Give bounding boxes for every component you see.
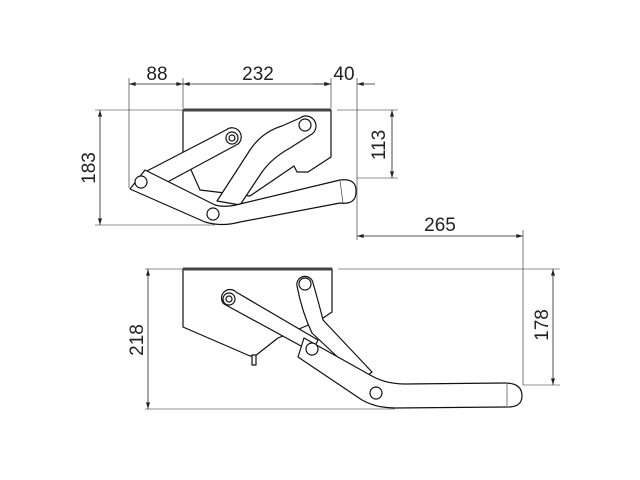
bottom-view: 265 218 178	[127, 215, 560, 410]
pivot-pin	[134, 175, 148, 189]
dimension-label-178: 178	[532, 309, 553, 341]
dimension-label-88: 88	[146, 64, 167, 85]
dimension-label-183: 183	[79, 152, 100, 184]
dimension-label-232: 232	[242, 64, 274, 85]
pivot-pin	[298, 118, 312, 132]
pivot-pin-inner	[228, 134, 236, 142]
main-support-arm	[129, 169, 357, 226]
pivot-pin	[206, 207, 220, 221]
pivot-pin	[369, 386, 383, 400]
top-view: 88 232 40 183 113	[79, 64, 398, 240]
arm-end-cap-line	[339, 180, 344, 204]
stop-pin	[251, 354, 257, 366]
main-support-arm	[297, 337, 523, 409]
dimension-label-40: 40	[333, 64, 354, 85]
dimension-label-265: 265	[424, 215, 456, 236]
curved-lever	[216, 115, 317, 206]
pivot-pin	[298, 277, 312, 291]
pivot-pin	[305, 342, 319, 356]
dimension-label-218: 218	[127, 324, 148, 356]
dimension-label-113: 113	[369, 130, 390, 160]
upper-link-arm	[144, 127, 242, 187]
pivot-pin-inner	[225, 295, 233, 303]
curved-lever	[296, 275, 373, 381]
upper-link-arm	[220, 288, 319, 353]
